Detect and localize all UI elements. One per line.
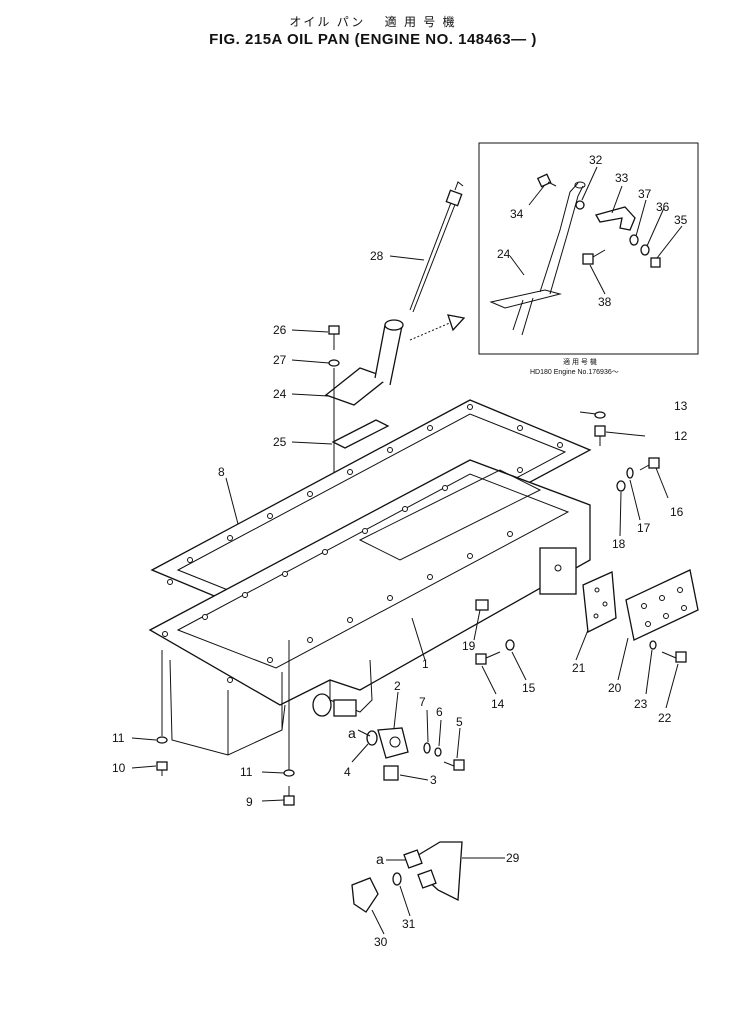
callout-labels: 28 26 27 24 25 8 13 12 16 17 18 1 19 14 … [112, 249, 688, 949]
washer-17 [626, 467, 634, 479]
leader-lines [131, 255, 679, 935]
bolt-22 [661, 651, 687, 663]
bolt-12 [594, 425, 606, 446]
washer-6 [434, 747, 442, 757]
callout-36: 36 [656, 200, 670, 214]
title-japanese: オイル パン 適 用 号 機 [289, 15, 457, 29]
callout-13: 13 [674, 399, 688, 413]
callout-20: 20 [608, 681, 622, 695]
washer-11-left [156, 736, 168, 744]
callout-1: 1 [422, 657, 429, 671]
callout-37: 37 [638, 187, 652, 201]
dipstick [409, 181, 464, 313]
nut-19 [475, 599, 489, 611]
callout-11-right: 11 [240, 765, 253, 779]
dipstick-tube [324, 319, 404, 406]
callout-11-left: 11 [112, 731, 125, 745]
inset-washer-37 [629, 234, 639, 246]
callout-17: 17 [637, 521, 651, 535]
pan-flange-holes [162, 485, 513, 683]
inset-nut-35 [650, 257, 661, 268]
inset-bolt-34 [536, 173, 557, 188]
callout-8: 8 [218, 465, 225, 479]
connection-mark-a-upper: a [348, 725, 356, 741]
o-ring-4 [366, 730, 378, 746]
inset-note-line1: 適 用 号 機 [563, 357, 597, 366]
callout-23: 23 [634, 697, 648, 711]
bolt-16 [639, 457, 660, 471]
washer-7 [423, 742, 431, 754]
callout-27: 27 [273, 353, 287, 367]
callout-6: 6 [436, 705, 443, 719]
inset-bolt-38 [582, 249, 606, 265]
inset-detail: 34 32 33 37 36 35 38 24 [478, 142, 699, 355]
inset-clip-32 [575, 200, 585, 210]
bolt-5 [443, 759, 465, 771]
callout-3: 3 [430, 773, 437, 787]
callout-14: 14 [491, 697, 505, 711]
callout-34: 34 [510, 207, 524, 221]
washer-13 [594, 411, 606, 419]
callout-29: 29 [506, 851, 520, 865]
elbow-fitting-30 [351, 877, 379, 913]
o-ring-31 [392, 872, 402, 886]
drain-plug-3 [383, 765, 399, 781]
elbow-2 [377, 727, 409, 759]
connection-mark-a-lower: a [376, 851, 384, 867]
callout-33: 33 [615, 171, 629, 185]
callout-12: 12 [674, 429, 688, 443]
inset-washer-36 [640, 244, 650, 256]
callout-26: 26 [273, 323, 287, 337]
callout-25: 25 [273, 435, 287, 449]
cover-plate-20 [625, 569, 699, 641]
callout-31: 31 [402, 917, 416, 931]
callout-16: 16 [670, 505, 684, 519]
callout-38: 38 [598, 295, 612, 309]
figure-title: FIG. 215A OIL PAN (ENGINE NO. 148463— ) [209, 31, 537, 48]
oil-pan [148, 459, 591, 756]
callout-4: 4 [344, 765, 351, 779]
callout-2: 2 [394, 679, 401, 693]
callout-7: 7 [419, 695, 426, 709]
arrow-to-inset [409, 314, 466, 341]
callout-15: 15 [522, 681, 536, 695]
callout-5: 5 [456, 715, 463, 729]
callout-24: 24 [273, 387, 287, 401]
inset-note-line2: HD180 Engine No.176936～ [530, 369, 619, 376]
inset-frame [478, 142, 699, 355]
washer-23 [649, 640, 657, 650]
callout-19: 19 [462, 639, 476, 653]
bolt-14 [475, 651, 501, 665]
callout-28: 28 [370, 249, 384, 263]
callout-32: 32 [589, 153, 603, 167]
callout-21: 21 [572, 661, 586, 675]
drain-hose-29 [403, 841, 463, 902]
callout-9: 9 [246, 795, 253, 809]
inset-dipstick-tube [489, 181, 586, 336]
bolt-10 [156, 761, 168, 776]
callout-22: 22 [658, 711, 672, 725]
washer-11-right [283, 769, 295, 777]
inset-bracket-33 [595, 206, 636, 231]
bolt-9 [283, 786, 295, 806]
gasket-25 [331, 419, 390, 449]
callout-35: 35 [674, 213, 688, 227]
callout-30: 30 [374, 935, 388, 949]
bolt-26 [328, 325, 340, 350]
washer-15 [505, 639, 515, 651]
gasket-21 [582, 571, 617, 634]
callout-18: 18 [612, 537, 626, 551]
callout-24-inset: 24 [497, 247, 511, 261]
washer-18 [616, 480, 626, 492]
washer-27 [328, 359, 340, 367]
callout-10: 10 [112, 761, 126, 775]
